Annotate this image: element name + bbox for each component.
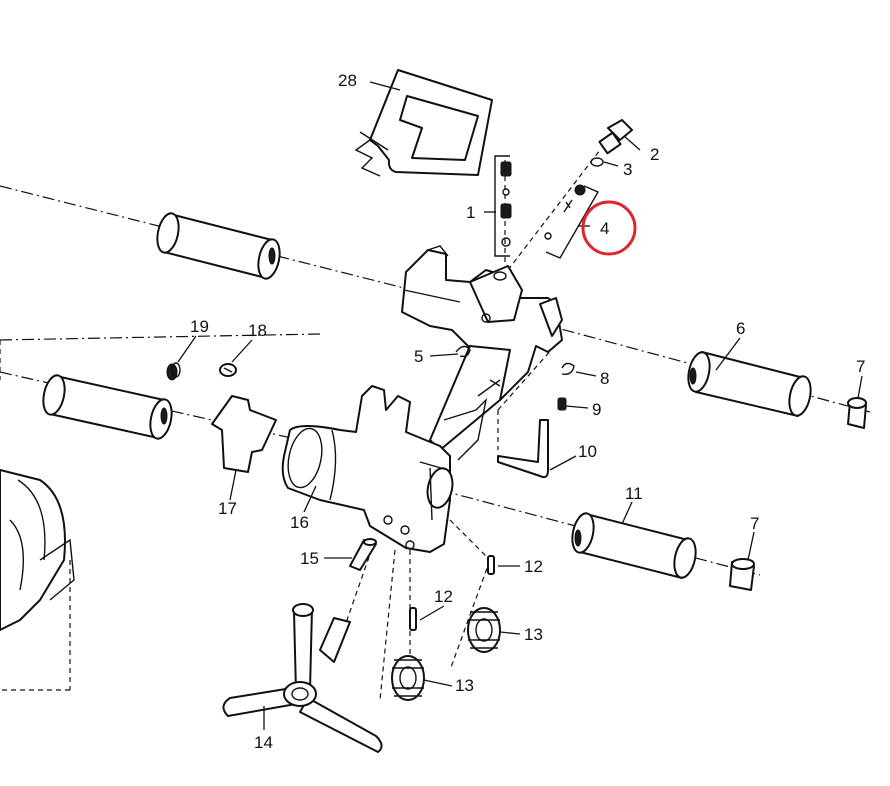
lower-frame-part xyxy=(281,385,488,553)
callout-labels: 28 1 2 3 4 5 6 7 8 9 10 11 7 12 12 13 13… xyxy=(190,71,865,752)
callout-11: 11 xyxy=(625,484,643,503)
pin-19-part xyxy=(166,362,181,381)
callout-8: 8 xyxy=(600,369,609,388)
plunger-part xyxy=(544,119,633,259)
callout-13-right: 13 xyxy=(524,625,543,644)
lower-right-sleeve-part xyxy=(571,512,697,579)
upper-left-sleeve-part xyxy=(156,212,281,280)
callout-12-right: 12 xyxy=(524,557,543,576)
upper-right-sleeve-part xyxy=(687,351,812,417)
pin-12-right-part xyxy=(487,555,495,575)
nut-18-part xyxy=(219,363,237,377)
gear-13-right-part xyxy=(467,607,501,653)
callout-3: 3 xyxy=(623,160,632,179)
callout-4: 4 xyxy=(600,219,609,238)
callout-7-upper: 7 xyxy=(856,357,865,376)
guard-bracket-part xyxy=(354,69,493,177)
clip-5-part xyxy=(455,345,471,358)
upper-end-cap-part xyxy=(847,397,867,429)
screw-9-part xyxy=(557,397,567,411)
callout-28: 28 xyxy=(338,71,357,90)
washer-8-part xyxy=(561,362,575,376)
highlight-circle xyxy=(581,200,637,256)
callout-17: 17 xyxy=(218,499,237,518)
callout-9: 9 xyxy=(592,400,601,419)
callout-14: 14 xyxy=(254,733,273,752)
pin-15-part xyxy=(349,538,377,571)
callout-1: 1 xyxy=(466,203,475,222)
gear-13-left-part xyxy=(391,655,425,701)
callout-13-left: 13 xyxy=(455,676,474,695)
callout-2: 2 xyxy=(650,145,659,164)
callout-6: 6 xyxy=(736,319,745,338)
callout-19: 19 xyxy=(190,317,209,336)
clamp-plate-part xyxy=(211,395,277,473)
handle-14-part xyxy=(222,603,383,753)
callout-12-left: 12 xyxy=(434,587,453,606)
setscrew-stack-part xyxy=(494,155,512,257)
callout-7-lower: 7 xyxy=(750,514,759,533)
lower-left-sleeve-part xyxy=(42,374,173,440)
pin-12-left-part xyxy=(409,607,417,631)
upper-frame-part xyxy=(401,245,563,451)
callout-10: 10 xyxy=(578,442,597,461)
callout-16: 16 xyxy=(290,513,309,532)
callout-15: 15 xyxy=(300,549,319,568)
callout-5: 5 xyxy=(414,347,423,366)
lower-end-cap-part xyxy=(729,558,755,591)
partial-mechanism-part xyxy=(0,469,75,631)
callout-18: 18 xyxy=(248,321,267,340)
lever-10-part xyxy=(497,419,549,479)
